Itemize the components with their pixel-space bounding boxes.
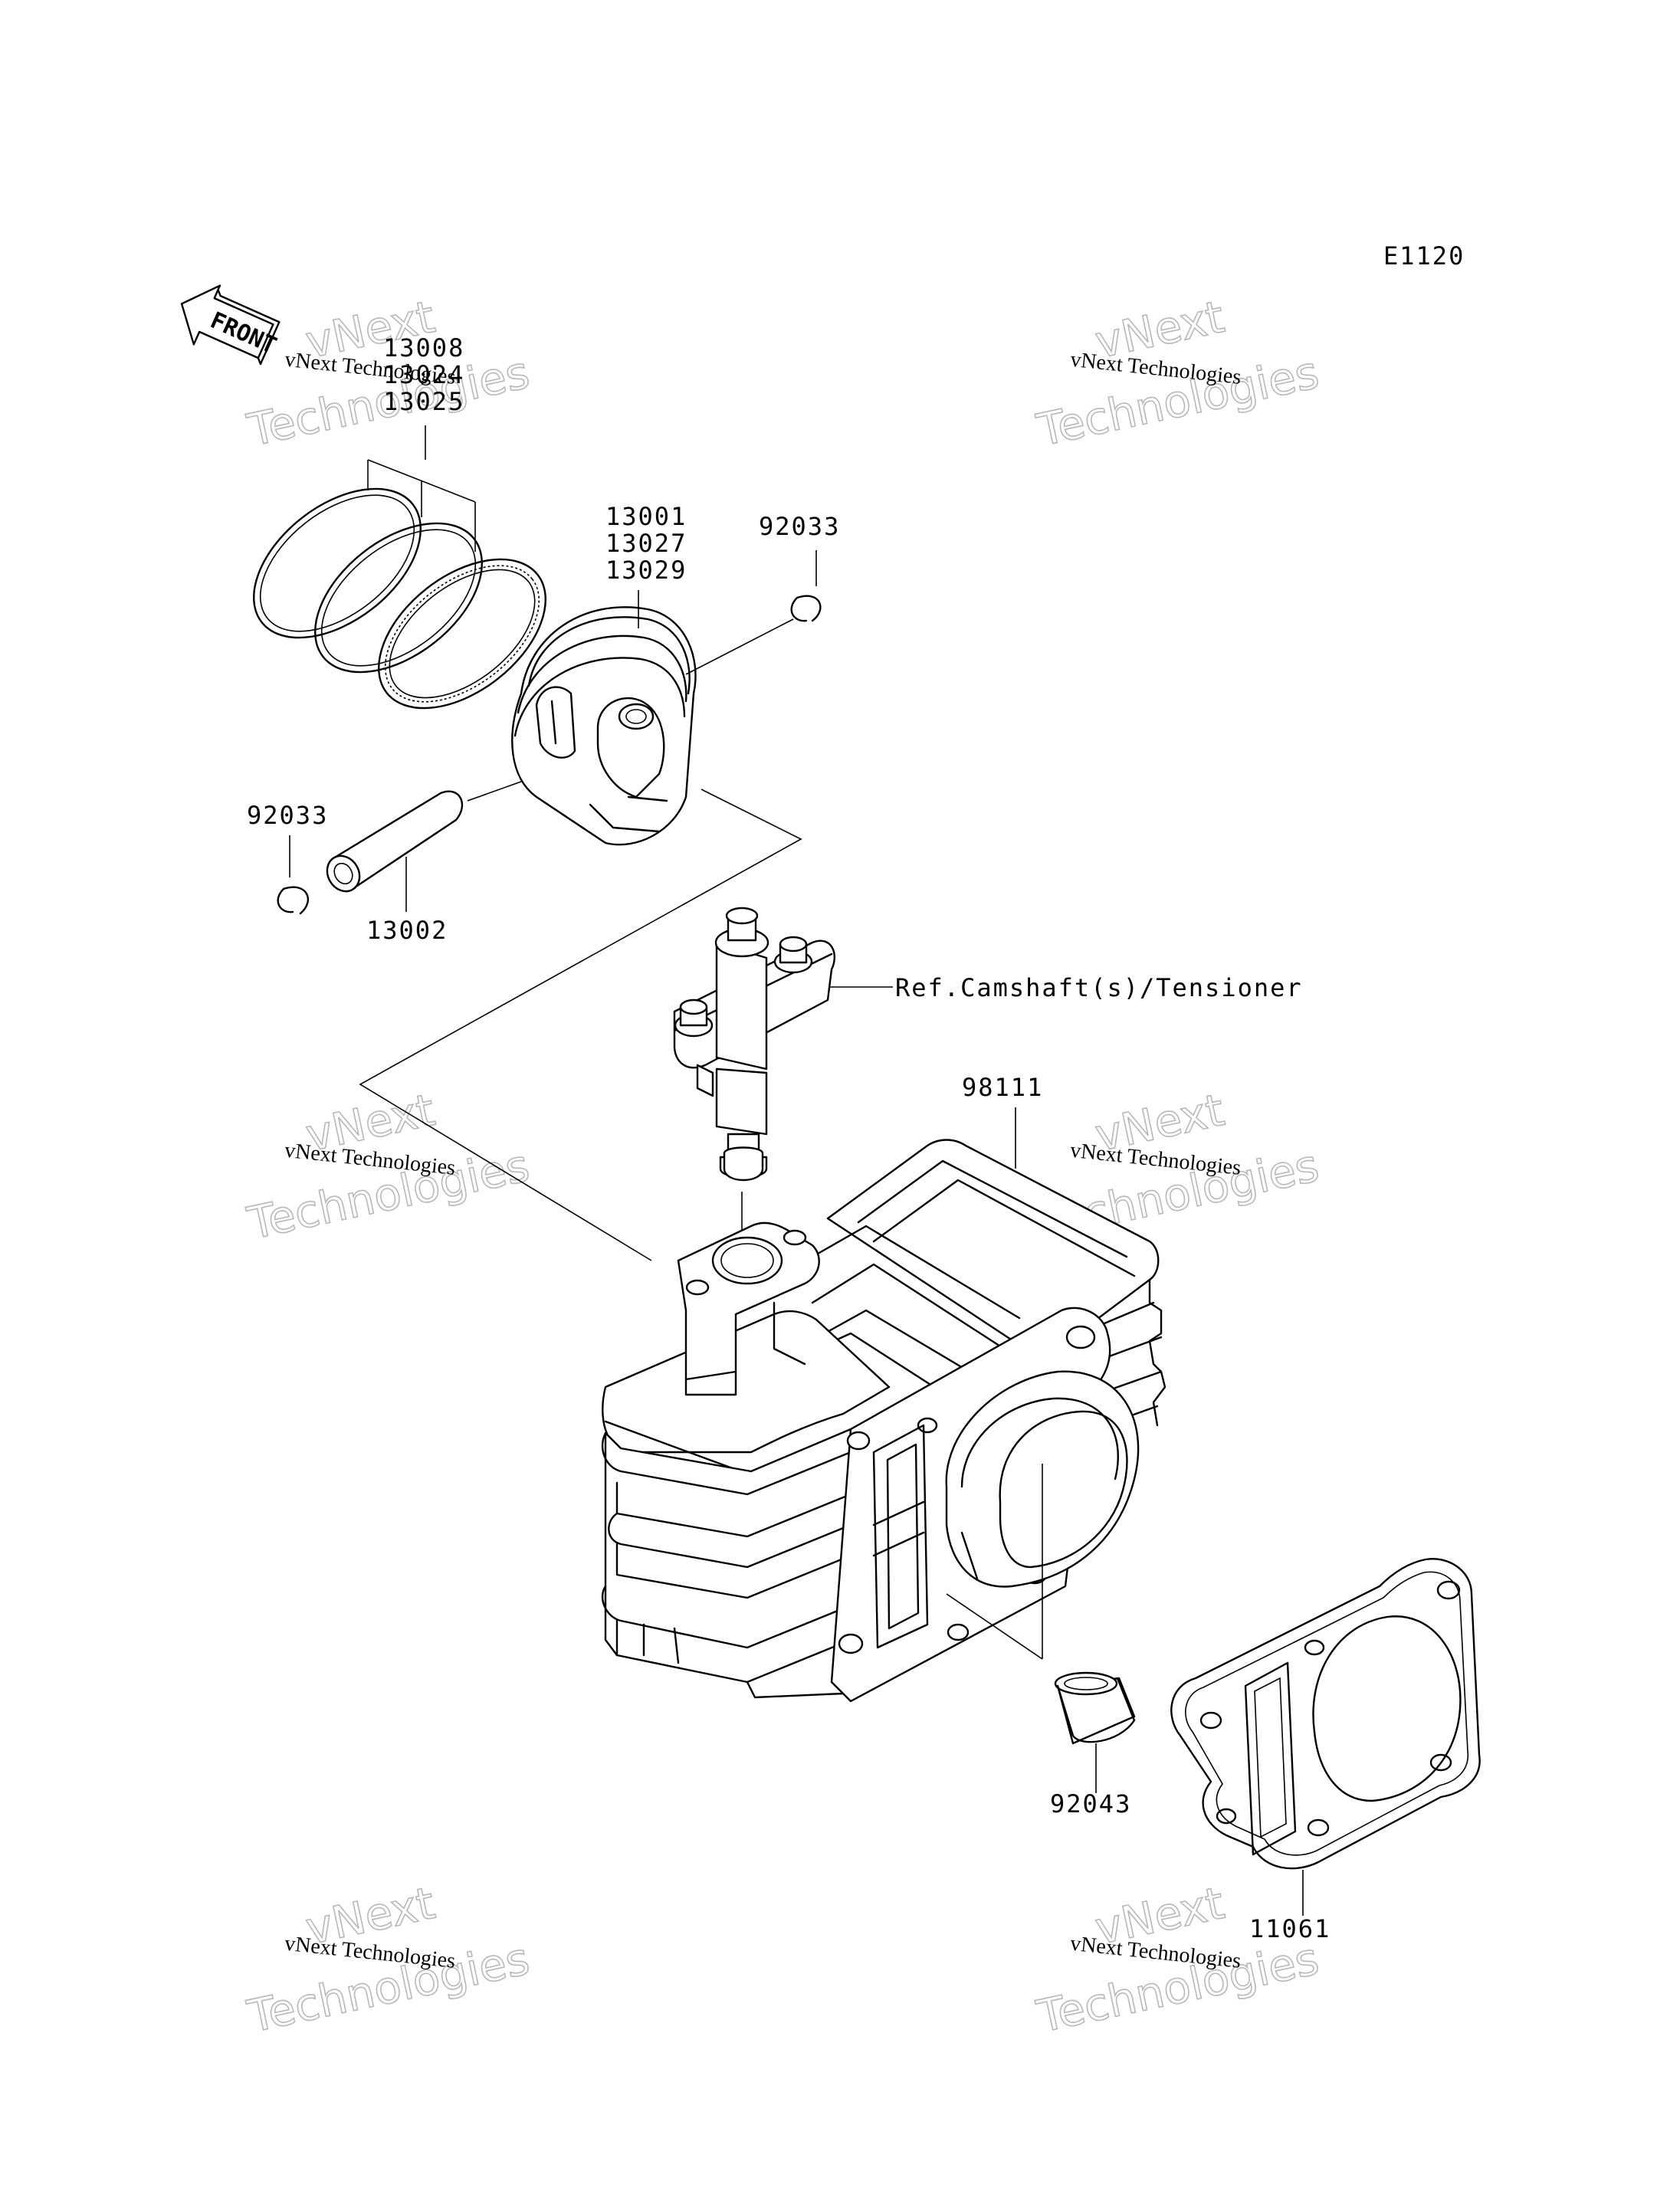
circlip-left bbox=[277, 886, 309, 915]
circlip-top-axis bbox=[685, 618, 794, 675]
watermark-bottom-right: vNext Technologies vNext Technologies bbox=[1032, 1876, 1324, 2043]
watermark-bottom-left: vNext Technologies vNext Technologies bbox=[242, 1876, 534, 2043]
watermark-top-right: vNext Technologies vNext Technologies bbox=[1032, 290, 1324, 457]
circlip-top-callout: 92033 bbox=[759, 512, 840, 541]
svg-text:13024: 13024 bbox=[383, 360, 464, 389]
cam-chain-tensioner bbox=[673, 907, 835, 1182]
pin-callout: 13002 bbox=[366, 916, 448, 945]
diagram-code: E1120 bbox=[1383, 241, 1465, 271]
tensioner-ref-callout: Ref.Camshaft(s)/Tensioner bbox=[895, 973, 1303, 1002]
base-gasket bbox=[1170, 1558, 1481, 1870]
front-arrow-icon: FRONT bbox=[180, 284, 281, 366]
dowel-callout: 92043 bbox=[1050, 1789, 1131, 1818]
pin-axis bbox=[467, 781, 522, 802]
svg-text:13008: 13008 bbox=[383, 333, 464, 362]
circlip-top bbox=[790, 595, 822, 622]
piston-rings bbox=[253, 487, 546, 710]
svg-text:13029: 13029 bbox=[605, 556, 687, 585]
dowel-axis bbox=[946, 1464, 1043, 1660]
circlip-left-callout: 92033 bbox=[247, 801, 328, 830]
piston bbox=[511, 606, 697, 846]
svg-text:13025: 13025 bbox=[383, 387, 464, 416]
assembly-lines bbox=[359, 789, 802, 1261]
dowel-pin bbox=[1054, 1671, 1136, 1745]
piston-pin bbox=[326, 790, 464, 893]
gasket-callout: 11061 bbox=[1249, 1914, 1331, 1943]
rings-leader bbox=[367, 425, 476, 552]
svg-text:13027: 13027 bbox=[605, 529, 687, 558]
cylinder bbox=[601, 1139, 1166, 1703]
rings-callout: 13008 13024 13025 bbox=[383, 333, 464, 416]
cylinder-callout: 98111 bbox=[962, 1073, 1043, 1102]
piston-callout: 13001 13027 13029 bbox=[605, 502, 687, 585]
svg-text:13001: 13001 bbox=[605, 502, 687, 531]
watermark-mid-left: vNext Technologies vNext Technologies bbox=[242, 1083, 534, 1250]
